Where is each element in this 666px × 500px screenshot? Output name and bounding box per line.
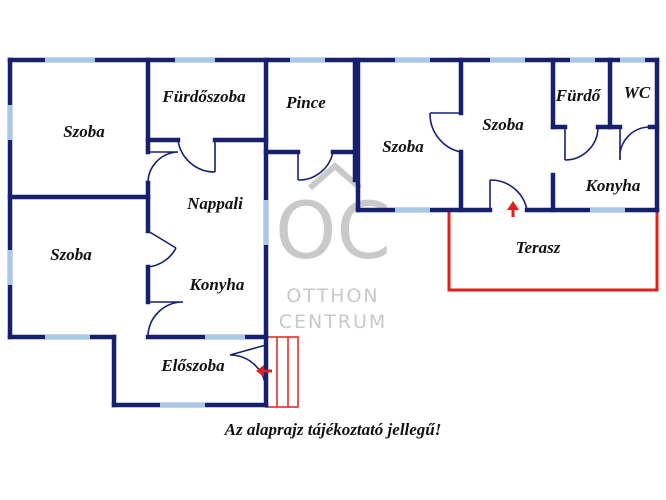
room-label-konyha-right: Konyha [585,176,641,195]
door-pince [297,151,334,181]
room-label-szoba-bottom-left: Szoba [50,245,92,264]
otthon-centrum-watermark: OC OTTHON CENTRUM [275,162,391,333]
door-furdoszoba [177,139,216,173]
room-label-eloszoba: Előszoba [160,356,225,375]
room-label-furdo: Fürdő [555,86,602,105]
room-label-konyha-left: Konyha [189,275,245,294]
disclaimer-note: Az alaprajz tájékoztató jellegű! [224,420,442,439]
room-label-szoba-top-left: Szoba [63,122,105,141]
watermark-line2: CENTRUM [279,311,388,333]
room-label-szoba-mid: Szoba [382,137,424,156]
terrace-outline [447,210,659,292]
room-label-furdoszoba: Fürdőszoba [161,87,246,106]
door-furdo [564,126,599,161]
door-terrasz [489,179,528,211]
watermark-line1: OTTHON [286,285,379,307]
room-label-pince: Pince [285,93,326,112]
door-szoba-right [429,112,462,153]
arrow-terrasz-icon [507,201,519,210]
room-label-szoba-right: Szoba [482,115,524,134]
entrance-arrows [256,201,519,377]
door-entrance [229,344,267,391]
room-label-nappali: Nappali [186,194,243,213]
room-label-terasz: Terasz [516,238,561,257]
arrow-entrance-icon [256,365,264,377]
windows [7,57,645,408]
room-label-wc: WC [624,83,651,102]
watermark-logo: OC [275,187,391,277]
door-wc [619,126,651,161]
doors [147,112,651,391]
door-szoba-top [147,151,179,184]
door-szoba-bottom [147,230,177,268]
door-konyha-left [147,301,184,338]
watermark-roof [308,162,362,191]
